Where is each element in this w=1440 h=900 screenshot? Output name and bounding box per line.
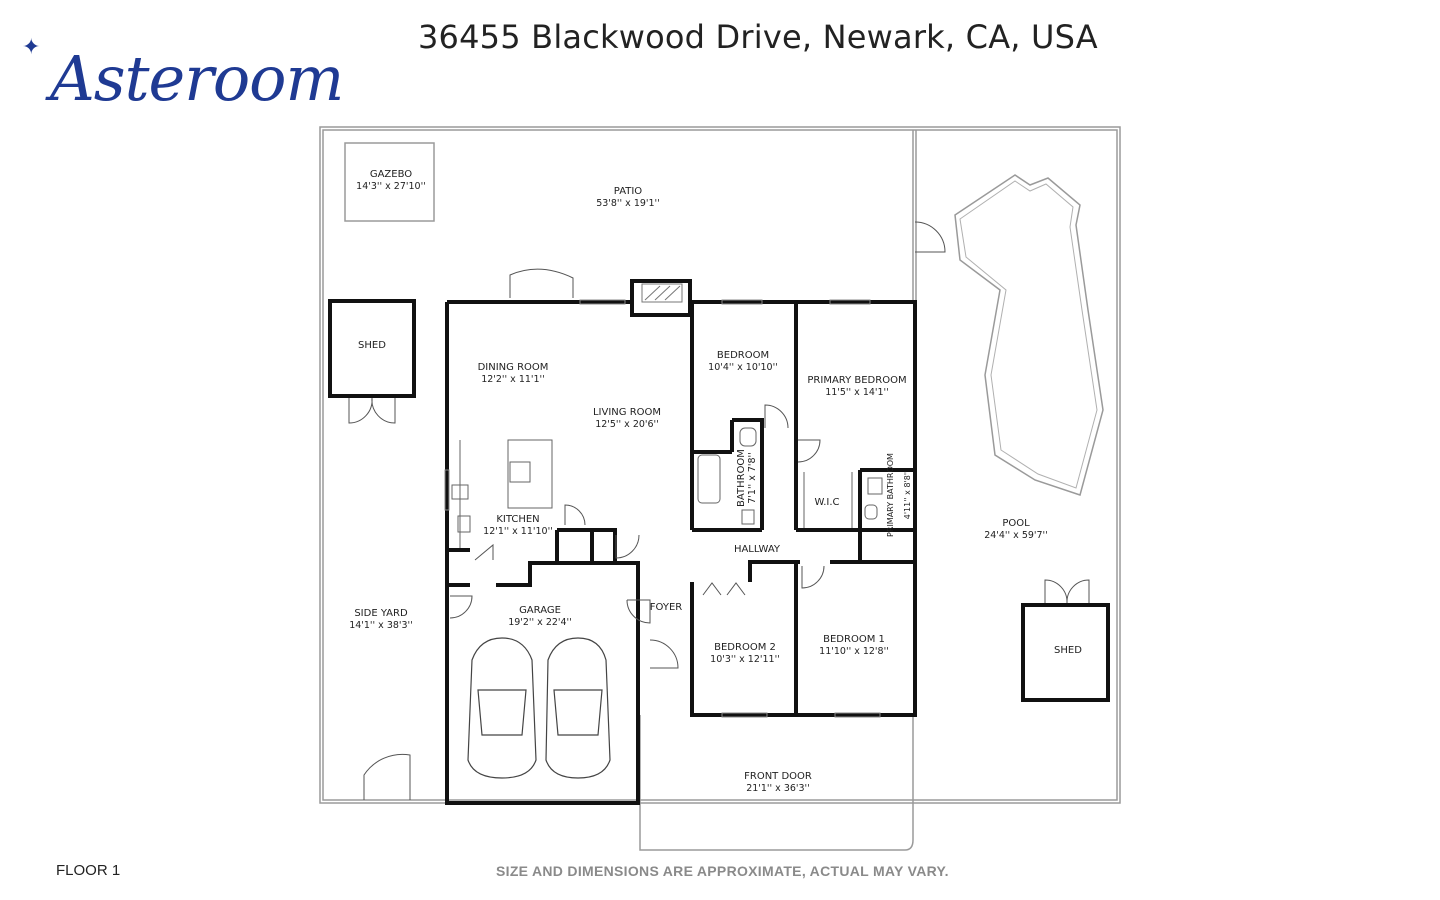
kitchen-label: KITCHEN: [496, 514, 539, 525]
bathroom-dims: 7'1'' x 7'8'': [747, 452, 758, 504]
garage-label: GARAGE: [519, 605, 561, 616]
pool-dims: 24'4'' x 59'7'': [984, 530, 1048, 541]
bathroom-fixtures: [697, 427, 883, 528]
kitchen-dims: 12'1'' x 11'10'': [483, 526, 553, 537]
foyer-label: FOYER: [650, 602, 683, 613]
bedroom-label: BEDROOM: [717, 350, 769, 361]
living-label: LIVING ROOM: [593, 407, 661, 418]
shed-left: [328, 299, 416, 398]
primary-bathroom-dims: 4'11'' x 8'8'': [903, 471, 912, 519]
bedroom2-dims: 10'3'' x 12'11'': [710, 654, 780, 665]
front-door-label: FRONT DOOR: [744, 771, 812, 782]
gazebo-label: GAZEBO: [370, 169, 412, 180]
kitchen-fixtures: [451, 439, 553, 548]
brand-name: Asteroom: [50, 42, 344, 115]
star-icon: ✦: [22, 34, 41, 59]
living-dims: 12'5'' x 20'6'': [595, 419, 659, 430]
windows: [444, 299, 881, 718]
dining-dims: 12'2'' x 11'1'': [481, 374, 545, 385]
side-yard-dims: 14'1'' x 38'3'': [349, 620, 413, 631]
floor-label: FLOOR 1: [56, 862, 121, 879]
property-boundary: [319, 126, 1121, 851]
pool-label: POOL: [1002, 518, 1030, 529]
garage-dims: 19'2'' x 22'4'': [508, 617, 572, 628]
property-address: 36455 Blackwood Drive, Newark, CA, USA: [418, 18, 1098, 56]
front-door-dims: 21'1'' x 36'3'': [746, 783, 810, 794]
shed-right: [1021, 603, 1110, 702]
bathroom-label: BATHROOM: [736, 449, 747, 507]
bedroom1-dims: 11'10'' x 12'8'': [819, 646, 889, 657]
disclaimer: SIZE AND DIMENSIONS ARE APPROXIMATE, ACT…: [496, 863, 949, 879]
house-walls: [445, 279, 917, 805]
pool-outline: [954, 174, 1104, 496]
primary-bedroom-dims: 11'5'' x 14'1'': [825, 387, 889, 398]
dining-label: DINING ROOM: [478, 362, 549, 373]
patio-dims: 53'8'' x 19'1'': [596, 198, 660, 209]
gazebo-outline: [344, 142, 435, 222]
bedroom-dims: 10'4'' x 10'10'': [708, 362, 778, 373]
primary-bedroom-label: PRIMARY BEDROOM: [807, 375, 906, 386]
primary-bathroom-label: PRIMARY BATHROOM: [886, 453, 895, 537]
wic-label: W.I.C: [814, 497, 839, 508]
brand-logo: ✦ Asteroom: [22, 26, 362, 114]
shed-right-label: SHED: [1054, 645, 1082, 656]
fireplace: [641, 283, 683, 303]
garage-cars: [467, 637, 611, 779]
gazebo-dims: 14'3'' x 27'10'': [356, 181, 426, 192]
bedroom1-label: BEDROOM 1: [823, 634, 885, 645]
side-yard-label: SIDE YARD: [354, 608, 408, 619]
hallway-label: HALLWAY: [734, 544, 781, 555]
shed-left-label: SHED: [358, 340, 386, 351]
patio-label: PATIO: [614, 186, 643, 197]
door-swings: [348, 221, 1090, 800]
bedroom2-label: BEDROOM 2: [714, 642, 776, 653]
